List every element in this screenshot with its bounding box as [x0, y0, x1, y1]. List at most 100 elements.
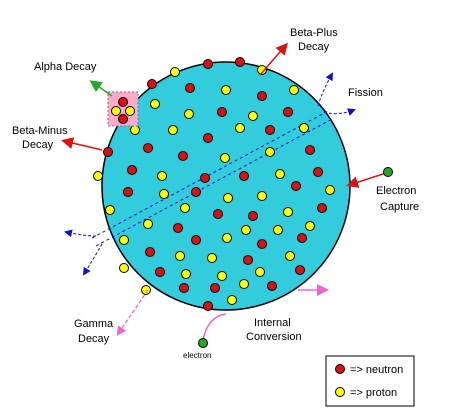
neutron	[145, 247, 155, 257]
neutron	[248, 211, 258, 221]
proton	[325, 185, 335, 195]
fission-arrow-lower-1	[64, 229, 97, 238]
label-fission: Fission	[348, 87, 383, 99]
proton	[222, 233, 232, 243]
alpha-decay-arrow	[89, 80, 113, 97]
proton	[257, 65, 267, 75]
neutron	[147, 79, 157, 89]
label-beta-minus-1: Beta-Minus	[12, 125, 68, 137]
proton	[181, 269, 191, 279]
proton	[150, 99, 160, 109]
proton	[227, 295, 237, 305]
label-internal-1: Internal	[254, 317, 291, 329]
neutron	[179, 283, 189, 293]
legend-neutron-swatch	[335, 364, 345, 374]
proton	[207, 253, 217, 263]
label-electron-capture-2: Capture	[380, 201, 419, 213]
neutron	[191, 187, 201, 197]
proton	[119, 263, 129, 273]
label-electron-capture-1: Electron	[376, 185, 416, 197]
proton	[235, 123, 245, 133]
neutron	[203, 301, 213, 311]
proton	[143, 219, 153, 229]
neutron	[200, 173, 210, 183]
fission-arrow-upper-2	[323, 108, 356, 116]
proton	[170, 67, 180, 77]
neutron	[295, 265, 305, 275]
proton	[289, 85, 299, 95]
proton	[180, 203, 190, 213]
neutron	[239, 171, 249, 181]
fission-arrow-upper-1	[317, 72, 333, 107]
emitted-electron	[198, 338, 208, 348]
neutron	[235, 57, 245, 67]
neutron	[213, 209, 223, 219]
internal-conversion-electron-path	[202, 313, 227, 341]
proton	[283, 207, 293, 217]
beta-plus-arrow	[259, 42, 288, 76]
alpha-proton-2	[125, 106, 135, 116]
proton	[93, 171, 103, 181]
proton	[255, 267, 265, 277]
proton	[217, 271, 227, 281]
label-beta-plus-2: Decay	[298, 41, 330, 53]
label-internal-2: Conversion	[246, 331, 302, 343]
proton	[223, 193, 233, 203]
proton	[299, 123, 309, 133]
alpha-proton-1	[111, 106, 121, 116]
proton	[221, 85, 231, 95]
proton	[275, 169, 285, 179]
proton	[285, 251, 295, 261]
proton	[220, 153, 230, 163]
neutron	[127, 165, 137, 175]
proton	[159, 189, 169, 199]
neutron	[313, 167, 323, 177]
proton	[273, 225, 283, 235]
neutron	[317, 203, 327, 213]
legend: => neutron => proton	[325, 355, 415, 407]
label-gamma-1: Gamma	[74, 318, 114, 330]
beta-minus-arrow	[61, 137, 103, 151]
nucleons	[93, 57, 335, 311]
proton	[175, 251, 185, 261]
neutron	[217, 107, 227, 117]
label-electron: electron	[183, 351, 211, 360]
proton	[130, 125, 140, 135]
proton	[265, 147, 275, 157]
alpha-neutron-2	[118, 114, 128, 124]
label-beta-minus-2: Decay	[22, 139, 54, 151]
label-beta-plus-1: Beta-Plus	[290, 27, 338, 39]
neutron	[243, 255, 253, 265]
proton	[119, 235, 129, 245]
proton	[168, 125, 178, 135]
proton	[257, 191, 267, 201]
neutron	[210, 283, 220, 293]
neutron	[191, 235, 201, 245]
neutron	[305, 145, 315, 155]
fission-arrow-lower-2	[82, 243, 103, 276]
legend-neutron-label: => neutron	[350, 364, 403, 376]
gamma-decay-arrow	[116, 289, 149, 336]
proton	[248, 111, 258, 121]
neutron	[291, 181, 301, 191]
legend-proton-swatch	[335, 387, 345, 397]
neutron	[178, 151, 188, 161]
neutron	[103, 147, 113, 157]
electron-capture-arrow	[346, 172, 387, 188]
neutron	[267, 281, 277, 291]
neutron	[203, 133, 213, 143]
neutron	[283, 107, 293, 117]
legend-proton-label: => proton	[350, 387, 397, 399]
neutron	[257, 239, 267, 249]
neutron	[173, 223, 183, 233]
neutron	[155, 267, 165, 277]
neutron	[185, 83, 195, 93]
neutron	[257, 91, 267, 101]
proton	[157, 171, 167, 181]
nucleus	[101, 61, 351, 311]
proton	[239, 279, 249, 289]
neutron	[123, 187, 133, 197]
neutron	[297, 233, 307, 243]
neutron	[265, 125, 275, 135]
neutron	[203, 59, 213, 69]
